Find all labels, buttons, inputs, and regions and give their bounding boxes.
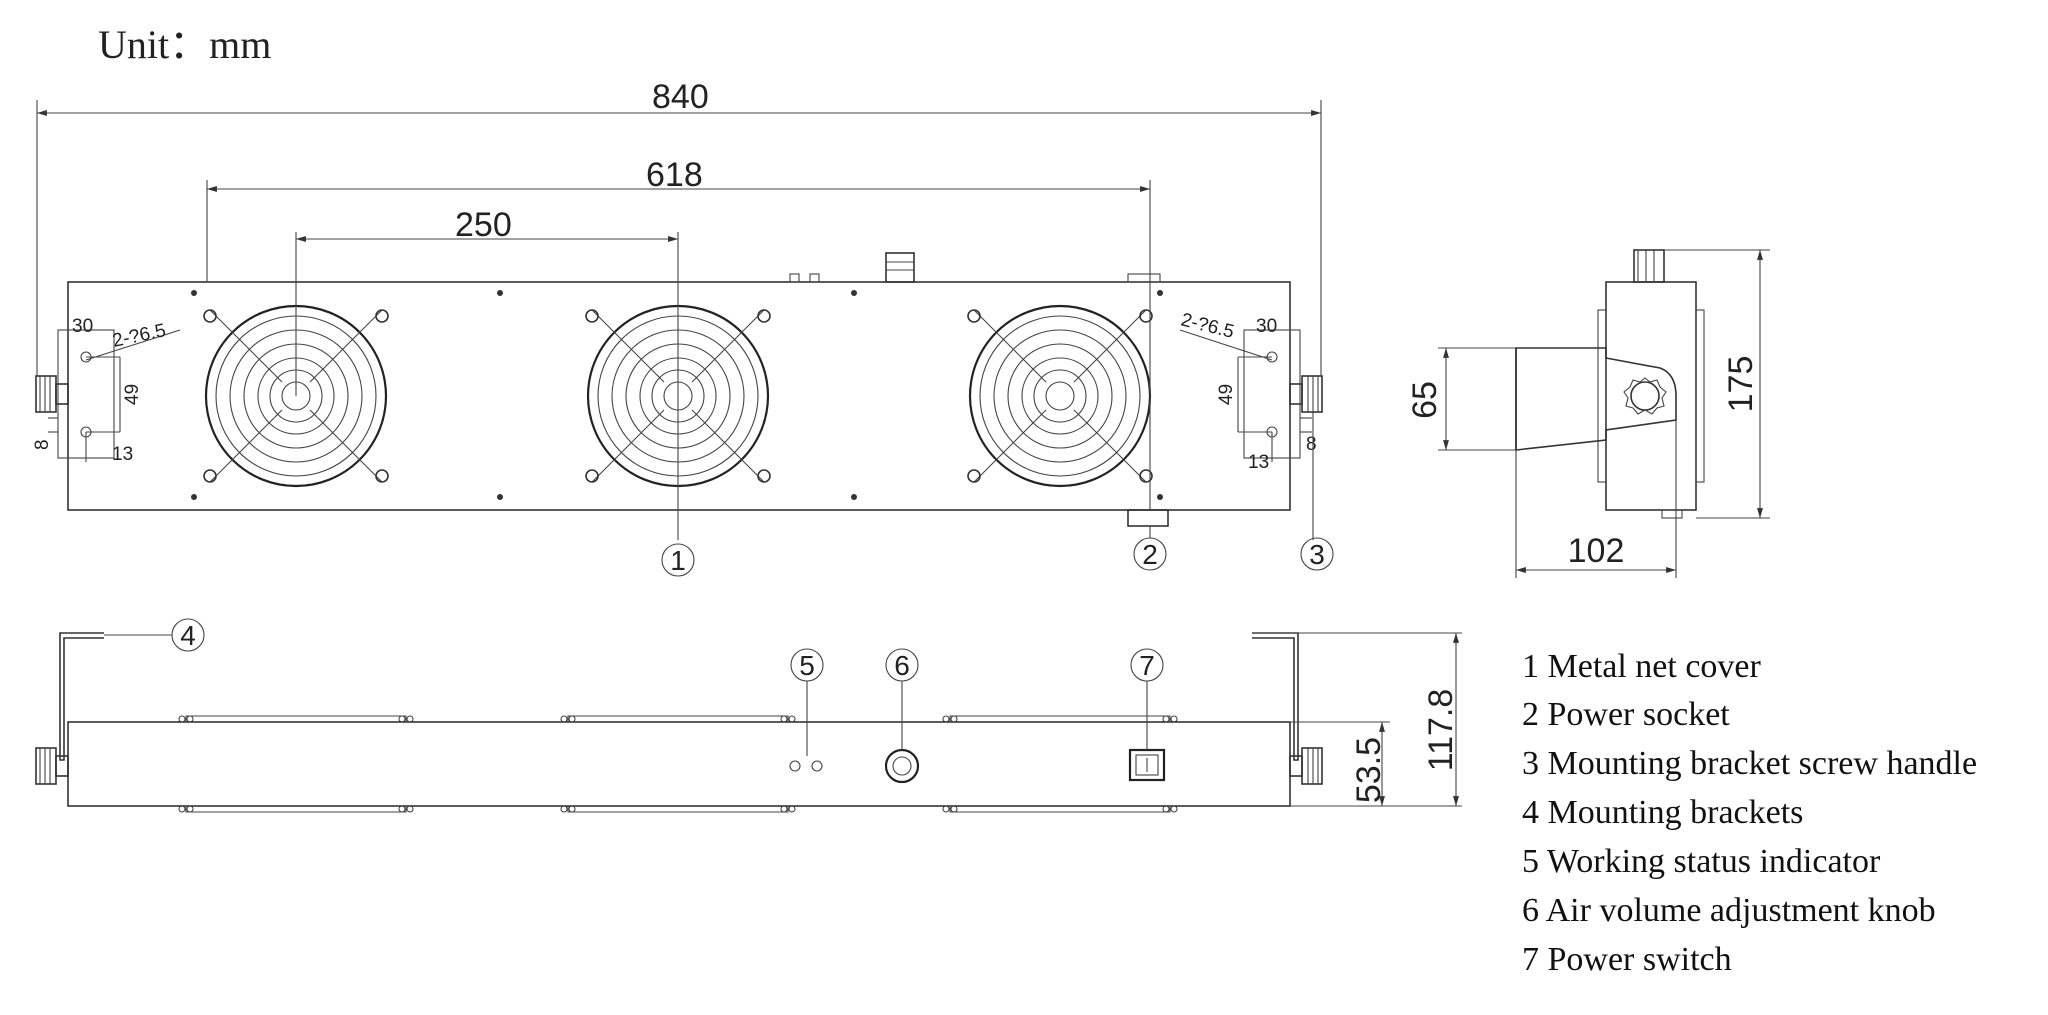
front-fan-housing-1 xyxy=(178,715,414,813)
side-view xyxy=(1438,249,1770,578)
front-fan-housing-3 xyxy=(942,715,1178,813)
legend: 1 Metal net cover 2 Power socket 3 Mount… xyxy=(1522,648,1977,978)
status-indicator-1 xyxy=(789,760,801,772)
callout-1: 1 xyxy=(661,543,695,577)
top-socket-tab xyxy=(1127,273,1161,283)
dim-right-hole-offset: 13 xyxy=(1248,452,1269,473)
legend-item-6: 6 Air volume adjustment knob xyxy=(1522,892,1936,929)
dim-right-edge-offset: 8 xyxy=(1306,434,1317,455)
legend-item-5: 5 Working status indicator xyxy=(1522,843,1881,880)
callout-4: 4 xyxy=(171,618,205,652)
callout-2: 2 xyxy=(1133,526,1167,571)
dim-left-hole-spacing: 49 xyxy=(122,384,143,405)
svg-text:2: 2 xyxy=(1142,539,1158,570)
callout-5: 5 xyxy=(790,648,824,682)
dim-right-bracket-width: 30 xyxy=(1256,316,1277,337)
dim-side-height: 175 xyxy=(1722,356,1760,413)
dim-socket-span: 618 xyxy=(646,156,703,194)
dim-overall-length: 840 xyxy=(652,78,709,116)
legend-item-3: 3 Mounting bracket screw handle xyxy=(1522,745,1977,782)
front-fan-housings xyxy=(178,715,1178,813)
svg-text:1: 1 xyxy=(670,545,686,576)
legend-item-1: 1 Metal net cover xyxy=(1522,648,1762,685)
callout-7: 7 xyxy=(1130,648,1164,682)
svg-text:4: 4 xyxy=(180,620,196,651)
legend-item-2: 2 Power socket xyxy=(1522,696,1730,733)
dim-left-mount-holes: 2-?6.5 xyxy=(111,320,168,352)
callout-6: 6 xyxy=(885,648,919,682)
side-body xyxy=(1605,281,1697,511)
right-screw-handle xyxy=(1289,375,1323,413)
dim-right-hole-spacing: 49 xyxy=(1216,384,1237,405)
status-indicator-2 xyxy=(811,760,823,772)
front-fan-housing-2 xyxy=(560,715,796,813)
svg-text:5: 5 xyxy=(799,650,815,681)
legend-item-4: 4 Mounting brackets xyxy=(1522,794,1803,831)
front-left-screw xyxy=(35,747,69,785)
dim-front-height: 117.8 xyxy=(1422,689,1460,772)
left-screw-handle xyxy=(35,375,69,413)
top-indicator-2 xyxy=(809,273,820,283)
air-volume-knob xyxy=(884,748,920,784)
top-view: 30 2-?6.5 49 8 13 30 2-?6.5 49 13 8 xyxy=(32,252,1323,527)
dim-left-hole-offset: 13 xyxy=(112,444,133,465)
unit-label: Unit：mm xyxy=(98,22,271,67)
dim-body-height: 53.5 xyxy=(1350,737,1388,803)
legend-item-7: 7 Power switch xyxy=(1522,941,1732,978)
left-bracket xyxy=(48,329,181,462)
right-bracket xyxy=(1179,329,1312,462)
callout-3: 3 xyxy=(1300,537,1334,571)
dim-side-depth: 102 xyxy=(1568,532,1625,570)
dim-fan-pitch: 250 xyxy=(455,206,512,244)
dim-nozzle-height: 65 xyxy=(1406,381,1444,419)
top-knob-stem xyxy=(885,252,915,283)
side-nozzle xyxy=(1515,347,1677,451)
dim-left-bracket-width: 30 xyxy=(72,316,93,337)
front-right-screw xyxy=(1289,747,1323,785)
svg-text:6: 6 xyxy=(894,650,910,681)
front-left-bracket xyxy=(59,632,104,761)
panel-dots xyxy=(191,290,1163,500)
top-indicator-1 xyxy=(789,273,800,283)
front-right-bracket xyxy=(1252,632,1299,761)
fan-guard-3 xyxy=(967,304,1153,488)
front-body xyxy=(67,721,1291,807)
bottom-socket-tab xyxy=(1127,509,1169,527)
front-view xyxy=(35,632,1462,813)
side-knob xyxy=(1633,249,1665,283)
top-dimensions xyxy=(36,100,1322,540)
svg-text:7: 7 xyxy=(1139,650,1155,681)
svg-text:3: 3 xyxy=(1309,539,1325,570)
dim-left-edge-offset: 8 xyxy=(32,439,53,450)
dim-right-mount-holes: 2-?6.5 xyxy=(1179,309,1236,342)
